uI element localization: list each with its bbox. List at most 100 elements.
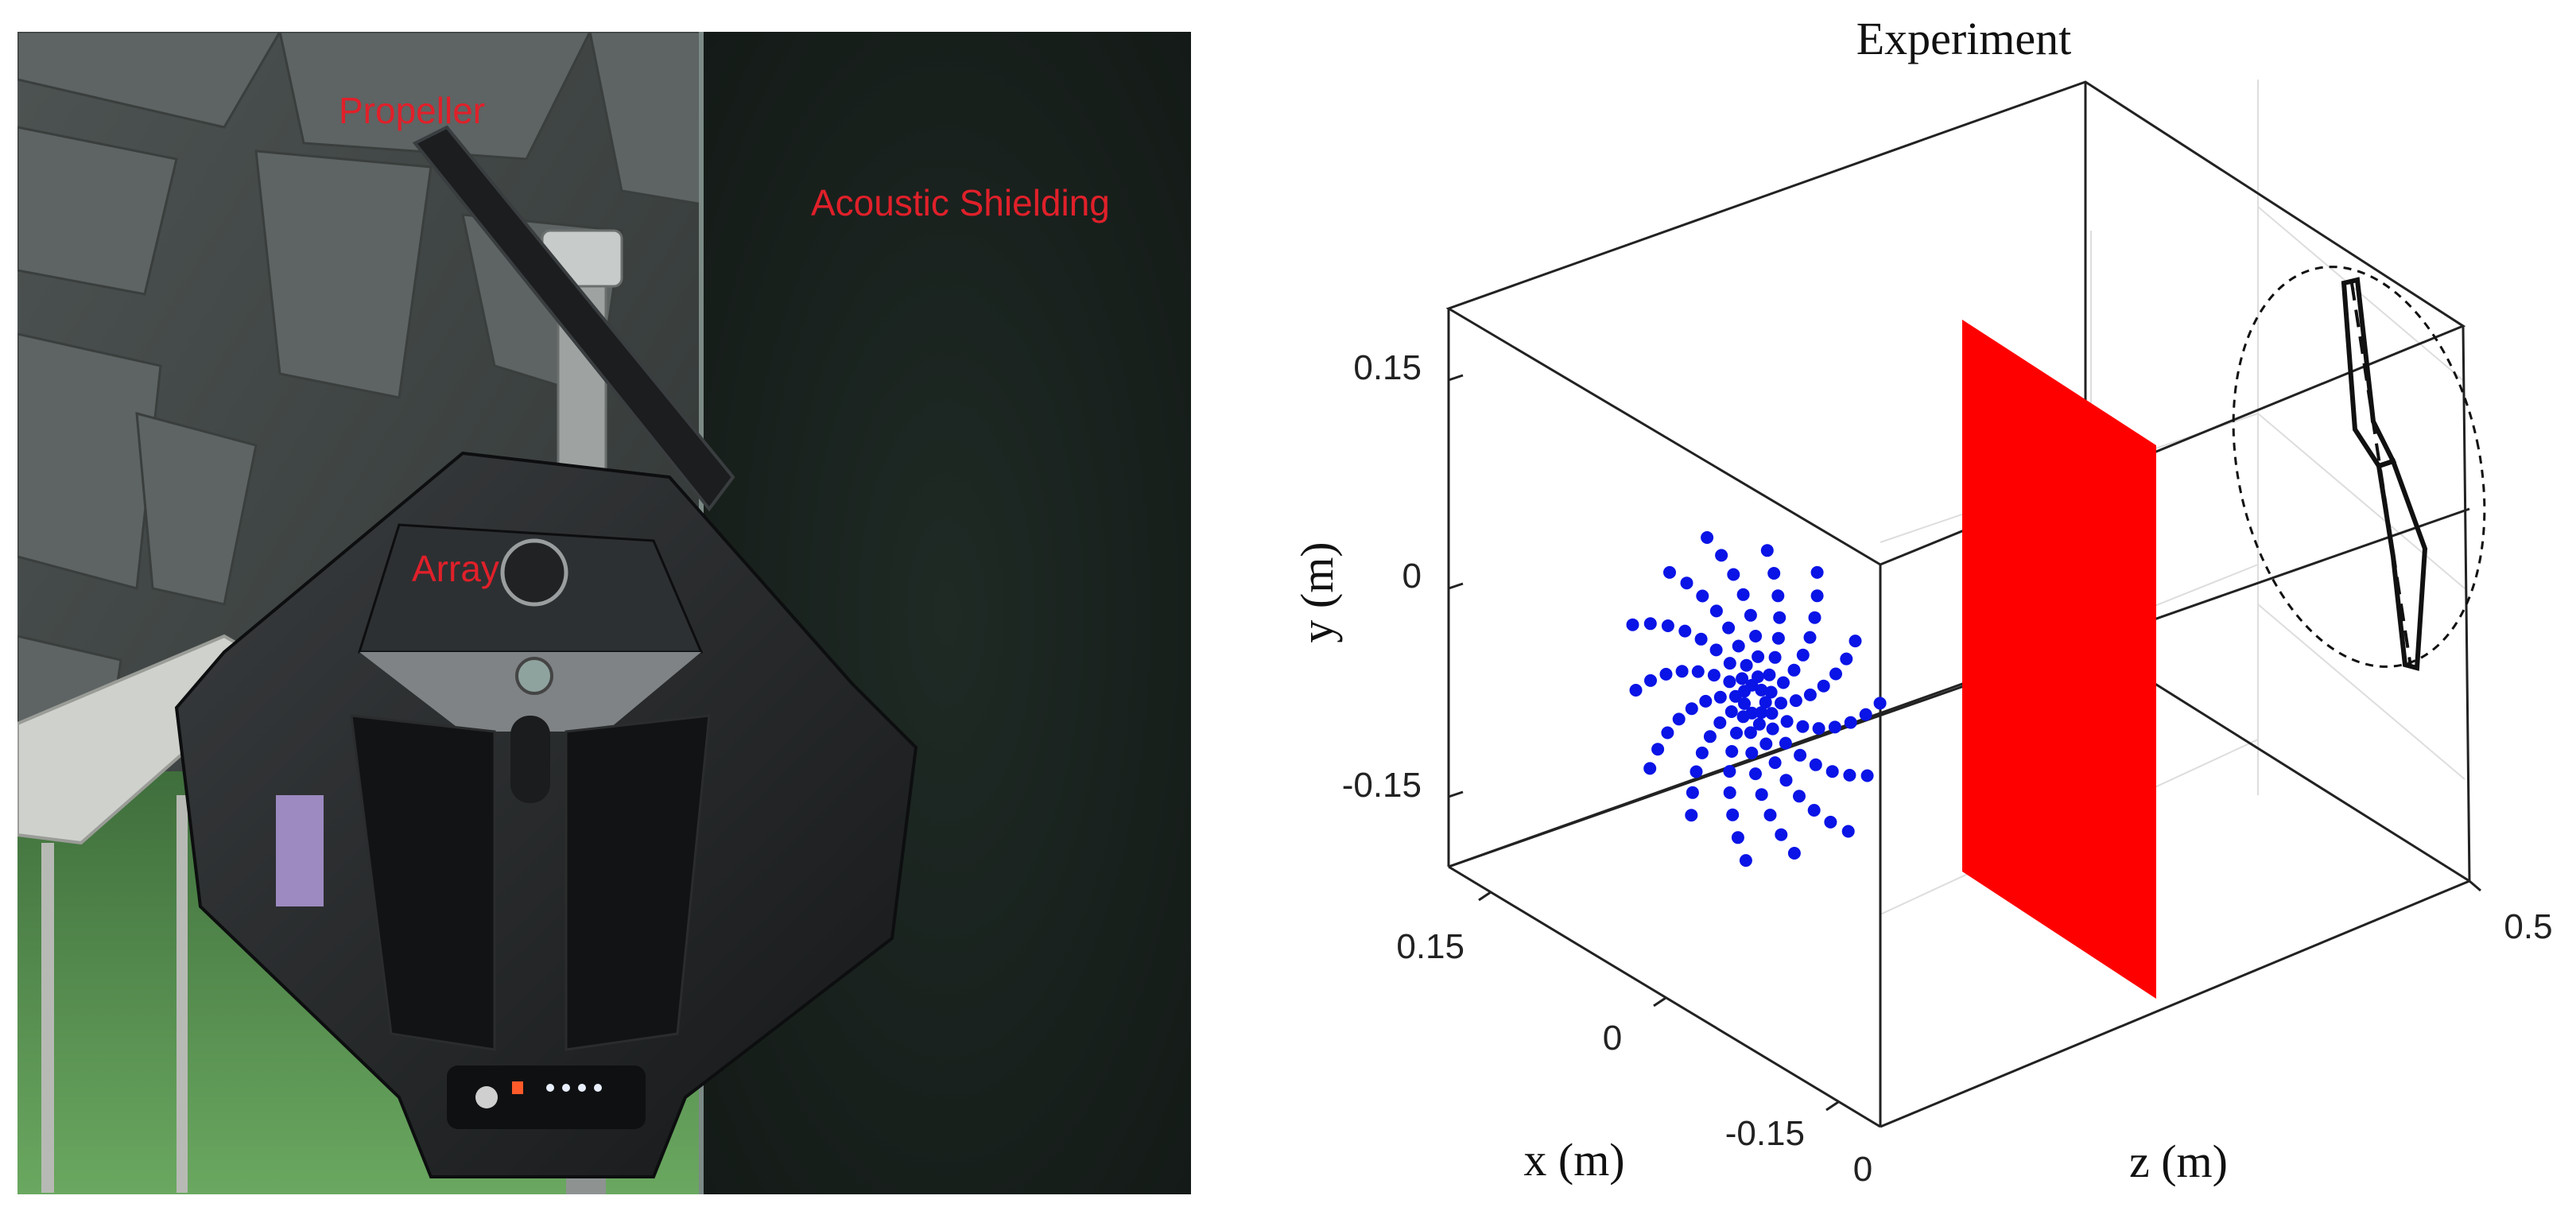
microphone-point <box>1860 769 1874 782</box>
photo-illustration <box>17 32 1191 1194</box>
microphone-point <box>1626 618 1639 631</box>
microphone-point <box>1787 663 1801 677</box>
foam-wedges <box>17 32 719 829</box>
propeller-label: Propeller <box>339 90 486 131</box>
microphone-point <box>1732 639 1745 653</box>
microphone-point <box>1777 676 1790 689</box>
microphone-point <box>1686 786 1699 799</box>
microphone-point <box>1736 710 1750 724</box>
microphone-point <box>1690 765 1703 778</box>
microphone-point <box>1749 630 1763 642</box>
microphone-point <box>1723 675 1736 689</box>
microphone-point <box>1768 650 1782 664</box>
microphone-point <box>1759 737 1773 751</box>
microphone-point <box>1812 722 1825 736</box>
z-axis-ticks: 0 0.5 <box>1853 879 2553 1189</box>
microphone-point <box>1817 679 1830 693</box>
microphone-point <box>1643 617 1657 631</box>
microphone-point <box>1727 568 1740 581</box>
microphone-point <box>1701 531 1714 544</box>
microphone-point <box>1629 684 1643 697</box>
microphone-point <box>1775 828 1788 841</box>
microphone-point <box>1796 648 1810 662</box>
microphone-point <box>1789 694 1802 708</box>
microphone-point <box>1779 736 1792 750</box>
microphone-point <box>1796 720 1810 733</box>
microphone-point <box>1841 825 1855 838</box>
microphone-point <box>1803 688 1817 701</box>
microphone-point <box>1726 808 1740 821</box>
microphone-point <box>1709 643 1723 657</box>
microphone-point <box>1775 697 1787 710</box>
microphone-point <box>1755 706 1768 720</box>
microphone-point <box>1699 694 1713 708</box>
microphone-point <box>1803 631 1817 644</box>
microphone-point <box>1768 756 1782 770</box>
microphone-point <box>1810 589 1824 603</box>
microphone-point <box>1744 726 1757 739</box>
microphone-point <box>1703 730 1717 743</box>
microphone-point <box>1661 619 1674 632</box>
microphone-point <box>1695 746 1709 759</box>
propeller-outline <box>2232 266 2486 671</box>
microphone-point <box>1809 758 1822 771</box>
setup-photo: Propeller Acoustic Shielding Array <box>17 32 1191 1194</box>
microphone-point <box>1691 665 1705 678</box>
x-tick-label: -0.15 <box>1725 1114 1805 1153</box>
microphone-point <box>1672 712 1686 726</box>
x-axis-ticks: 0.15 0 -0.15 <box>1396 891 1839 1153</box>
microphone-point <box>1736 588 1750 601</box>
plot-title: Experiment <box>1856 13 2072 64</box>
microphone-point <box>1780 715 1794 728</box>
microphone-point <box>1738 697 1751 710</box>
microphone-point <box>1739 854 1752 868</box>
y-tick-label: 0 <box>1402 557 1422 596</box>
microphone-point <box>1675 665 1689 678</box>
microphone-point <box>1707 669 1721 682</box>
microphone-point <box>1755 683 1768 697</box>
microphone-point <box>1825 765 1839 778</box>
z-axis-label: z (m) <box>2129 1135 2228 1187</box>
z-tick-label: 0 <box>1853 1150 1872 1189</box>
microphone-point <box>1829 667 1842 681</box>
microphone-point <box>1723 786 1736 799</box>
microphone-point <box>1713 716 1727 729</box>
microphone-point <box>1709 604 1723 618</box>
y-tick-label: -0.15 <box>1342 766 1422 805</box>
microphone-point <box>1752 670 1764 684</box>
microphone-point <box>1849 635 1862 648</box>
microphone-point <box>1764 685 1778 699</box>
microphone-point <box>1730 726 1743 739</box>
microphone-array-device <box>174 451 918 1178</box>
microphone-point <box>1736 672 1749 685</box>
microphone-point <box>1810 565 1824 579</box>
microphone-point <box>1824 815 1837 829</box>
microphone-point <box>1840 652 1853 666</box>
microphone-point <box>1744 608 1757 622</box>
array-label-sticker <box>276 795 324 906</box>
x-axis-label: x (m) <box>1523 1134 1624 1186</box>
z-tick-label: 0.5 <box>2504 907 2552 946</box>
microphone-point <box>1724 705 1738 718</box>
plot-canvas: 0.15 0 -0.15 0.15 0 -0.15 0 0.5 Experime… <box>1291 13 2553 1189</box>
microphone-point <box>1749 767 1762 781</box>
microphone-point <box>1794 748 1807 762</box>
x-tick-label: 0.15 <box>1396 927 1465 966</box>
experiment-3d-plot: 0.15 0 -0.15 0.15 0 -0.15 0 0.5 Experime… <box>1224 0 2576 1215</box>
acoustic-shielding-label: Acoustic Shielding <box>811 182 1110 223</box>
y-axis-ticks: 0.15 0 -0.15 <box>1342 348 1464 805</box>
microphone-point <box>1808 611 1821 624</box>
microphone-point <box>1828 720 1841 734</box>
microphone-point <box>1685 809 1698 822</box>
acoustic-shielding-plane <box>1962 320 2156 999</box>
microphone-point <box>1807 804 1821 817</box>
propeller-blade <box>412 125 735 512</box>
microphone-point <box>1731 831 1744 844</box>
microphone-point <box>1755 788 1768 802</box>
microphone-point <box>1763 809 1777 821</box>
microphone-point <box>1752 650 1765 663</box>
axes-box <box>1445 80 2471 1128</box>
microphone-point <box>1859 708 1872 721</box>
microphone-point <box>1685 702 1698 716</box>
microphone-point <box>1725 745 1739 758</box>
